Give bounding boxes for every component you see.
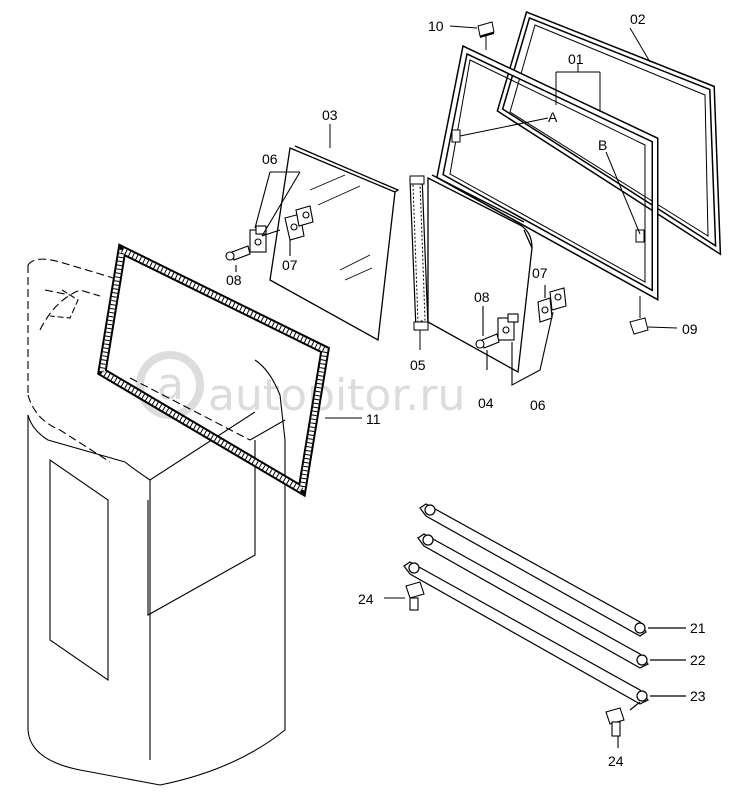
- glass-pane-03: [269, 124, 400, 342]
- label-point-b: B: [598, 137, 607, 153]
- stay-bars: [403, 503, 686, 711]
- label-08-right: 08: [474, 289, 490, 305]
- label-04: 04: [478, 395, 494, 411]
- bolt-24-lower: [605, 707, 625, 748]
- label-01: 01: [568, 51, 584, 67]
- label-22: 22: [690, 652, 706, 668]
- seal-frame-11: [97, 243, 362, 498]
- label-08-left: 08: [226, 272, 242, 288]
- label-10: 10: [428, 18, 444, 34]
- label-21: 21: [690, 620, 706, 636]
- bolt-24-upper: [384, 581, 425, 611]
- callout-lines-01: [459, 64, 641, 235]
- label-11: 11: [366, 411, 381, 427]
- watermark-logo-glyph: a: [157, 359, 184, 410]
- latch-assembly-right: [475, 285, 567, 386]
- window-frame-02: [496, 10, 722, 256]
- label-24-lower: 24: [608, 753, 624, 769]
- part-labels: 01 02 03 04 05 06 06 07 07 08 08 09 10 1…: [226, 11, 706, 769]
- label-06-left: 06: [262, 151, 278, 167]
- label-09: 09: [682, 321, 698, 337]
- stopper-10: [449, 21, 495, 50]
- window-frame-01: [436, 44, 659, 301]
- latch-assembly-left: [225, 171, 314, 272]
- cab-body: [27, 258, 286, 786]
- label-23: 23: [690, 688, 706, 704]
- label-02: 02: [630, 11, 646, 27]
- label-03: 03: [322, 107, 338, 123]
- stopper-09: [629, 296, 678, 335]
- label-07-right: 07: [532, 265, 548, 281]
- label-07-left: 07: [282, 257, 298, 273]
- label-06-right: 06: [530, 397, 546, 413]
- label-05: 05: [410, 357, 426, 373]
- label-point-a: A: [548, 109, 558, 125]
- guide-rail-05: [409, 175, 429, 350]
- label-24-upper: 24: [358, 591, 374, 607]
- watermark-text: autopitor.ru: [208, 370, 465, 421]
